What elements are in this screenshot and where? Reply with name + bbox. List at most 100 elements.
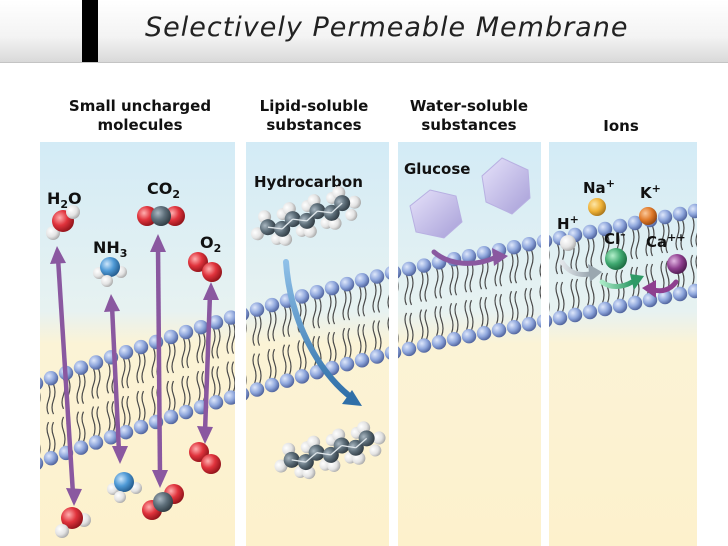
glucose-molecule-left: [409, 189, 463, 239]
lipid-head: [193, 319, 209, 335]
lipid-head: [118, 424, 134, 440]
lipid-head: [416, 338, 432, 353]
label-chloride: Cl–: [604, 228, 626, 248]
heading-lipid-soluble: Lipid-soluble substances: [244, 97, 384, 135]
lipid-head: [597, 221, 613, 237]
label-glucose: Glucose: [404, 160, 470, 178]
title-bar: Selectively Permeable Membrane: [0, 0, 728, 63]
label-ammonia: NH3: [93, 238, 127, 260]
lipid-head: [133, 419, 149, 435]
diffusion-arrow-oxygen: [197, 282, 219, 444]
lipid-head: [521, 317, 537, 332]
ammonia-molecule-top: [93, 257, 127, 287]
blocked-arrow-chloride: [599, 274, 644, 290]
lipid-head: [43, 450, 59, 466]
heading-small-uncharged: Small uncharged molecules: [40, 97, 240, 135]
lipid-head: [446, 332, 462, 347]
lipid-head: [279, 373, 295, 388]
lipid-head: [73, 440, 89, 455]
lipid-head: [178, 324, 194, 340]
diffusion-arrow-ammonia: [104, 294, 128, 464]
ammonia-molecule-bottom: [107, 472, 142, 503]
lipid-head: [223, 390, 235, 405]
lipid-head: [384, 266, 389, 280]
carbon-dioxide-molecule-top: [137, 206, 185, 226]
lipid-head: [246, 308, 250, 321]
lipid-head: [401, 261, 417, 277]
lipid-head: [597, 301, 613, 317]
lipid-head: [43, 370, 59, 386]
blocked-arrow-hydrogen: [559, 259, 602, 282]
lipid-head: [549, 235, 553, 247]
diffusion-arrow-hydrocarbon: [283, 259, 362, 406]
water-molecule-bottom: [55, 507, 91, 538]
lipid-head: [178, 404, 194, 420]
lipid-head: [672, 286, 688, 302]
lipid-head: [208, 395, 224, 410]
title-accent-bar: [82, 0, 98, 62]
heading-water-soluble: Water-soluble substances: [394, 97, 544, 135]
panel-ions: [549, 142, 697, 546]
lipid-head: [309, 284, 325, 300]
lipid-head: [567, 307, 583, 323]
lipid-head: [687, 283, 697, 299]
lipid-head: [73, 360, 89, 375]
heading-lipid-line1: Lipid-soluble: [259, 97, 369, 115]
lipid-head: [657, 209, 673, 225]
lipid-head: [40, 457, 44, 470]
label-oxygen: O2: [200, 233, 221, 255]
label-hydrocarbon: Hydrocarbon: [254, 173, 363, 191]
lipid-head: [398, 266, 402, 279]
lipid-head: [294, 369, 310, 384]
lipid-head: [40, 377, 44, 390]
lipid-head: [208, 315, 224, 330]
lipid-head: [582, 304, 598, 320]
lipid-head: [264, 377, 280, 393]
lipid-head: [384, 346, 389, 360]
lipid-head: [133, 339, 149, 355]
lipid-head: [612, 218, 628, 234]
glucose-molecule-right: [481, 157, 531, 215]
lipid-head: [552, 310, 568, 326]
label-calcium: Ca++: [646, 231, 686, 251]
lipid-head: [294, 289, 310, 304]
label-sodium: Na+: [583, 177, 615, 197]
lipid-head: [461, 249, 477, 264]
blocked-arrow-glucose: [431, 248, 508, 266]
lipid-head: [246, 388, 250, 401]
lipid-head: [354, 273, 370, 288]
carbon-dioxide-molecule-bottom: [142, 484, 184, 520]
label-potassium: K+: [640, 182, 661, 202]
diffusion-arrow-water: [50, 246, 82, 506]
lipid-head: [431, 335, 447, 350]
lipid-head: [416, 258, 432, 273]
lipid-bilayer-lipid: [246, 266, 389, 401]
lipid-head: [264, 297, 280, 313]
heading-ions: Ions: [603, 117, 639, 135]
lipid-head: [339, 356, 355, 372]
lipid-head: [324, 280, 340, 296]
lipid-head: [521, 237, 537, 252]
blocked-arrow-calcium: [642, 279, 679, 298]
chloride-ion: [605, 248, 627, 270]
lipid-head: [491, 323, 507, 338]
lipid-head: [103, 430, 119, 445]
lipid-head: [369, 349, 385, 364]
lipid-bilayer-small: [40, 310, 235, 470]
lipid-head: [476, 326, 492, 341]
lipid-head: [687, 203, 697, 219]
lipid-head: [223, 310, 235, 325]
oxygen-molecule-top: [188, 252, 222, 282]
lipid-head: [642, 292, 658, 308]
lipid-head: [657, 289, 673, 305]
label-hydrogen: H+: [557, 213, 579, 233]
lipid-head: [582, 224, 598, 240]
lipid-head: [536, 234, 541, 248]
hydrogen-ion: [560, 235, 576, 251]
lipid-head: [627, 295, 643, 311]
calcium-ion: [667, 254, 687, 274]
page-title: Selectively Permeable Membrane: [145, 12, 629, 43]
lipid-head: [627, 215, 643, 231]
lipid-head: [163, 329, 179, 345]
heading-small-line2: molecules: [97, 116, 183, 134]
